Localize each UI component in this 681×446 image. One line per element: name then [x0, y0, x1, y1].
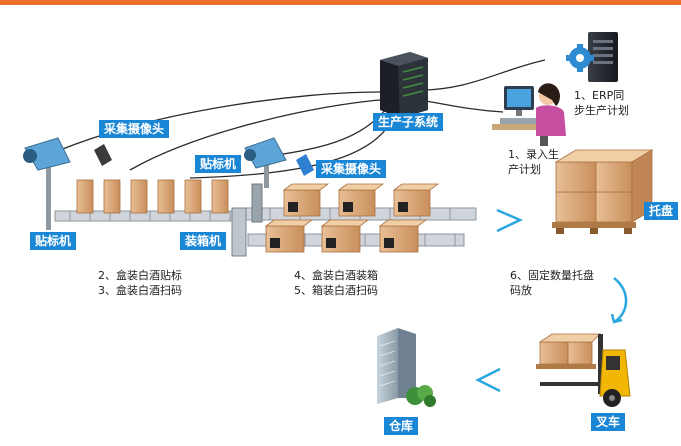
scanner-icon — [94, 144, 314, 176]
barcode-icon — [270, 202, 408, 248]
production-server-icon — [380, 52, 428, 118]
erp-server-icon — [588, 32, 618, 82]
gear-icon — [566, 44, 594, 72]
labeler-top-label: 贴标机 — [195, 155, 242, 173]
production-system-label: 生产子系统 — [373, 113, 444, 131]
top-accent-bar — [0, 0, 681, 5]
arrow-icon — [475, 208, 628, 393]
warehouse-icon — [377, 328, 436, 407]
capture-camera-right-label: 采集摄像头 — [316, 160, 387, 178]
warehouse-label: 仓库 — [384, 417, 419, 435]
operator-icon — [492, 83, 566, 146]
step-palletize: 6、固定数量托盘 码放 — [510, 269, 594, 297]
step-box-label-scan: 2、盒装白酒贴标 3、盒装白酒扫码 — [98, 269, 182, 297]
camera-icon — [23, 137, 287, 171]
forklift-icon — [536, 333, 631, 407]
step-erp-sync: 1、ERP同 步生产计划 — [574, 89, 629, 117]
labeler-left-label: 贴标机 — [30, 232, 77, 250]
pallet-icon — [552, 149, 654, 234]
capture-camera-left-label: 采集摄像头 — [99, 120, 170, 138]
boxing-machine-label: 装箱机 — [180, 232, 227, 250]
pallet-label: 托盘 — [644, 202, 679, 220]
forklift-label: 叉车 — [591, 413, 626, 431]
box-icon — [76, 179, 229, 214]
step-case-pack-scan: 4、盒装白酒装箱 5、箱装白酒扫码 — [294, 269, 378, 297]
step-enter-plan: 1、录入生 产计划 — [508, 148, 559, 176]
